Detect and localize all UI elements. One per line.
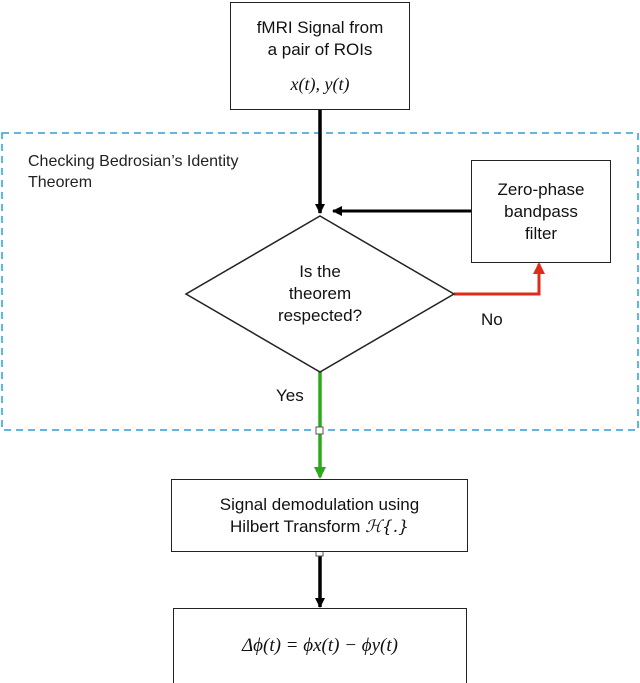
connector-handle	[315, 426, 324, 435]
demodulation-box: Signal demodulation using Hilbert Transf…	[171, 479, 468, 552]
decision-text: Is the theorem respected?	[245, 250, 395, 338]
filter-line2: bandpass	[504, 201, 578, 221]
filter-line1: Zero-phase	[497, 179, 585, 199]
region-title: Checking Bedrosian’s Identity Theorem	[28, 151, 328, 193]
decision-line3: respected?	[277, 306, 363, 325]
yes-label: Yes	[276, 386, 304, 405]
input-math: x(t), y(t)	[290, 74, 350, 94]
decision-line2: theorem	[288, 284, 352, 303]
region-title-line2: Theorem	[28, 174, 93, 191]
edge-no-to-filter	[454, 262, 545, 296]
output-math: Δϕ(t) = ϕx(t) − ϕy(t)	[242, 635, 398, 656]
input-line1: fMRI Signal from	[256, 18, 384, 37]
filter-line3: filter	[524, 223, 558, 243]
input-signal-box: fMRI Signal from a pair of ROIs x(t), y(…	[230, 2, 410, 110]
demod-line2-text: Hilbert Transform	[230, 516, 361, 536]
phase-difference-box: Δϕ(t) = ϕx(t) − ϕy(t)	[173, 608, 467, 683]
no-label: No	[481, 310, 503, 329]
hilbert-operator: ℋ{.}	[365, 516, 409, 537]
region-title-line1: Checking Bedrosian’s Identity	[28, 153, 239, 170]
decision-line1: Is the	[299, 262, 341, 281]
input-line2: a pair of ROIs	[267, 40, 373, 59]
demod-line1: Signal demodulation using	[219, 494, 420, 514]
demod-line2: Hilbert Transform ℋ{.}	[230, 516, 409, 538]
decision-diamond	[184, 215, 456, 373]
bandpass-filter-box: Zero-phase bandpass filter	[471, 160, 611, 263]
